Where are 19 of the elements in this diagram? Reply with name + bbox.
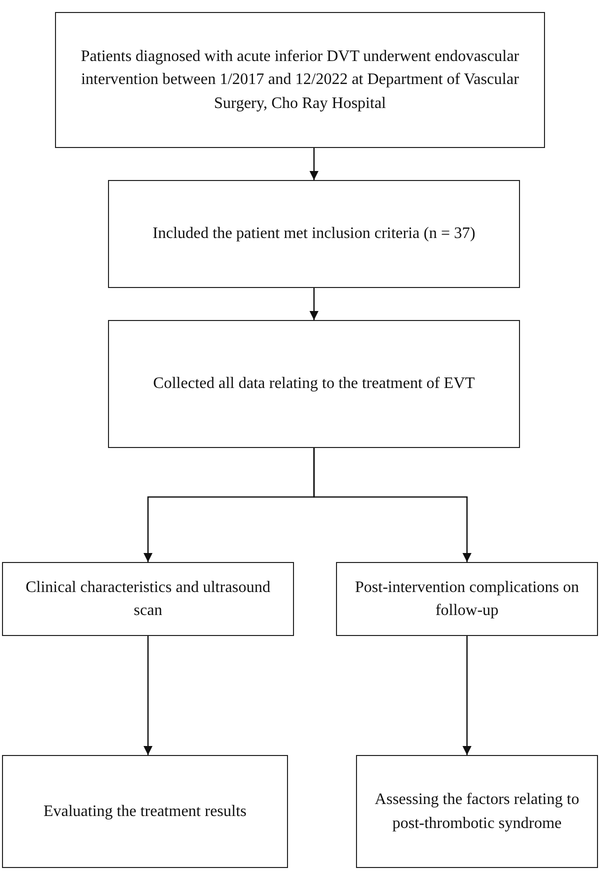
- arrow: [310, 288, 318, 320]
- arrow: [313, 448, 472, 562]
- box-text: Patients diagnosed with acute inferior DVT underwent endovascular intervention between 1/2017 and 12/2022 at Department of Vascular Surgery, Cho Ray Hospital: [80, 47, 520, 114]
- box-text: Clinical characteristics and ultrasound scan: [24, 578, 272, 621]
- box-text: Included the patient met inclusion criteria (n = 37): [152, 224, 476, 244]
- process-box: [108, 320, 520, 448]
- box-text: Assessing the factors relating to post-thrombotic syndrome: [374, 790, 580, 834]
- process-box: [2, 755, 288, 868]
- box-text: Collected all data relating to the treatment of EVT: [153, 374, 475, 394]
- process-box: [108, 180, 520, 288]
- arrow: [462, 636, 472, 755]
- process-box: [356, 755, 598, 868]
- arrow: [144, 636, 152, 755]
- process-box: [336, 562, 598, 636]
- box-text: Post-intervention complications on follow-up: [354, 578, 580, 621]
- arrow: [310, 148, 318, 180]
- box-text: Evaluating the treatment results: [43, 802, 247, 822]
- process-box: [2, 562, 294, 636]
- process-box: [55, 12, 545, 148]
